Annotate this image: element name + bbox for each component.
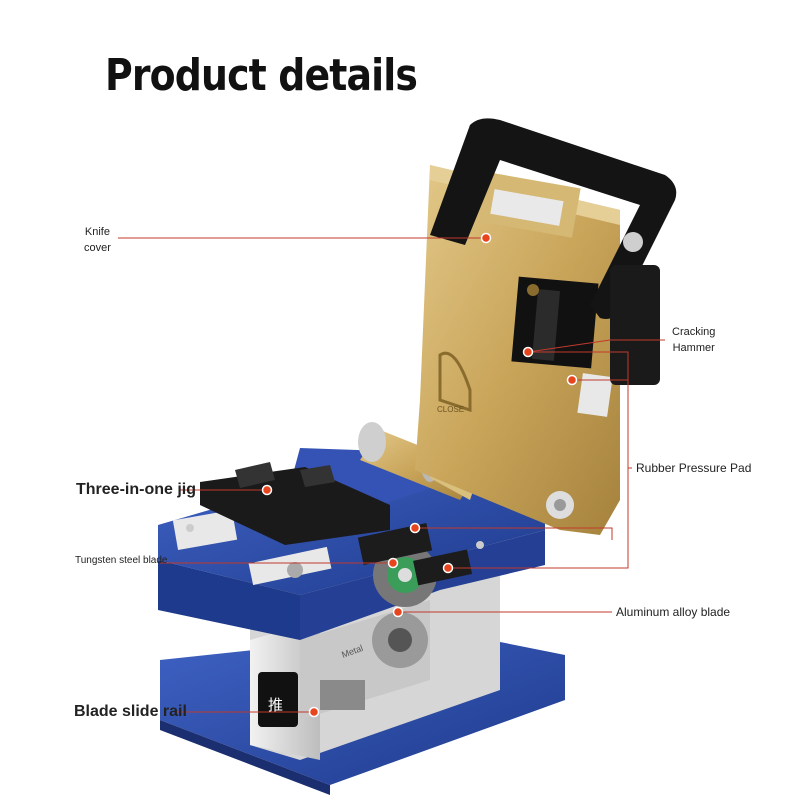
marker-cracking-hammer xyxy=(522,346,534,358)
marker-knife-cover xyxy=(480,232,492,244)
page-title: Product details xyxy=(105,50,418,101)
marker-jig-2 xyxy=(409,522,421,534)
close-marking: CLOSE xyxy=(437,405,464,414)
label-knife-cover: Knife cover xyxy=(84,226,111,254)
marker-jig xyxy=(261,484,273,496)
label-rubber-pressure-pad: Rubber Pressure Pad xyxy=(636,461,752,475)
marker-rubber-pad xyxy=(566,374,578,386)
three-in-one-jig xyxy=(200,462,473,586)
label-cracking-hammer: Cracking Hammer xyxy=(672,326,716,354)
label-three-in-one-jig: Three-in-one jig xyxy=(76,481,196,498)
label-blade-slide-rail: Blade slide rail xyxy=(74,703,187,720)
black-handle xyxy=(430,118,677,385)
leader-lines xyxy=(118,237,665,713)
marker-slide-rail xyxy=(308,706,320,718)
marker-tungsten-blade xyxy=(387,557,399,569)
label-aluminum-alloy-blade: Aluminum alloy blade xyxy=(616,605,731,619)
marker-aluminum-blade xyxy=(392,606,404,618)
push-marking: 推 xyxy=(268,696,283,714)
marker-tungsten-blade-2 xyxy=(442,562,454,574)
marker-dots xyxy=(261,232,578,718)
label-tungsten-steel-blade: Tungsten steel blade xyxy=(75,555,168,566)
